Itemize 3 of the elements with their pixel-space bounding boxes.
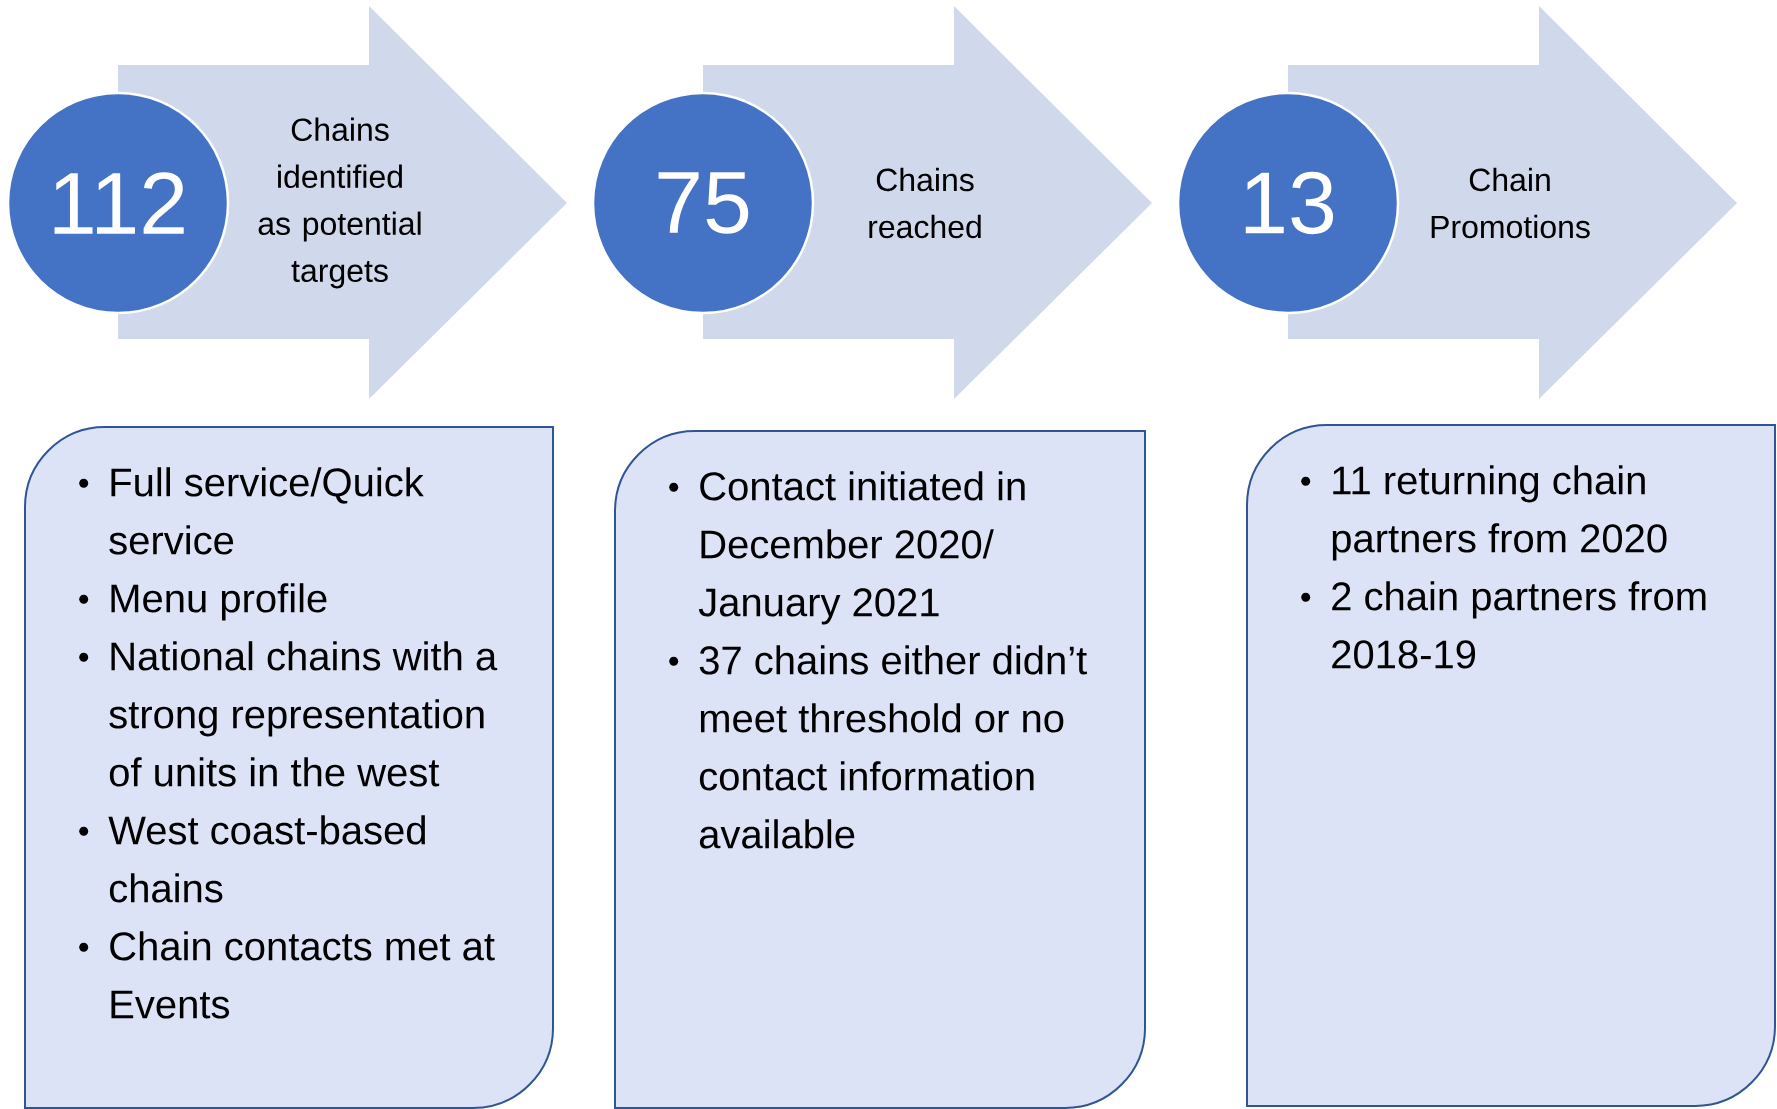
bullet-box: Full service/Quick service Menu profile National chains with a strong representation of units in the west West coast-based chains Chain contacts met at Events — [24, 426, 554, 1109]
bullet-box: Contact initiated in December 2020/ January 2021 37 chains either didn’t meet threshold or no contact information available — [614, 430, 1146, 1109]
bullet-box: 11 returning chain partners from 2020 2 chain partners from 2018-19 — [1246, 424, 1776, 1107]
